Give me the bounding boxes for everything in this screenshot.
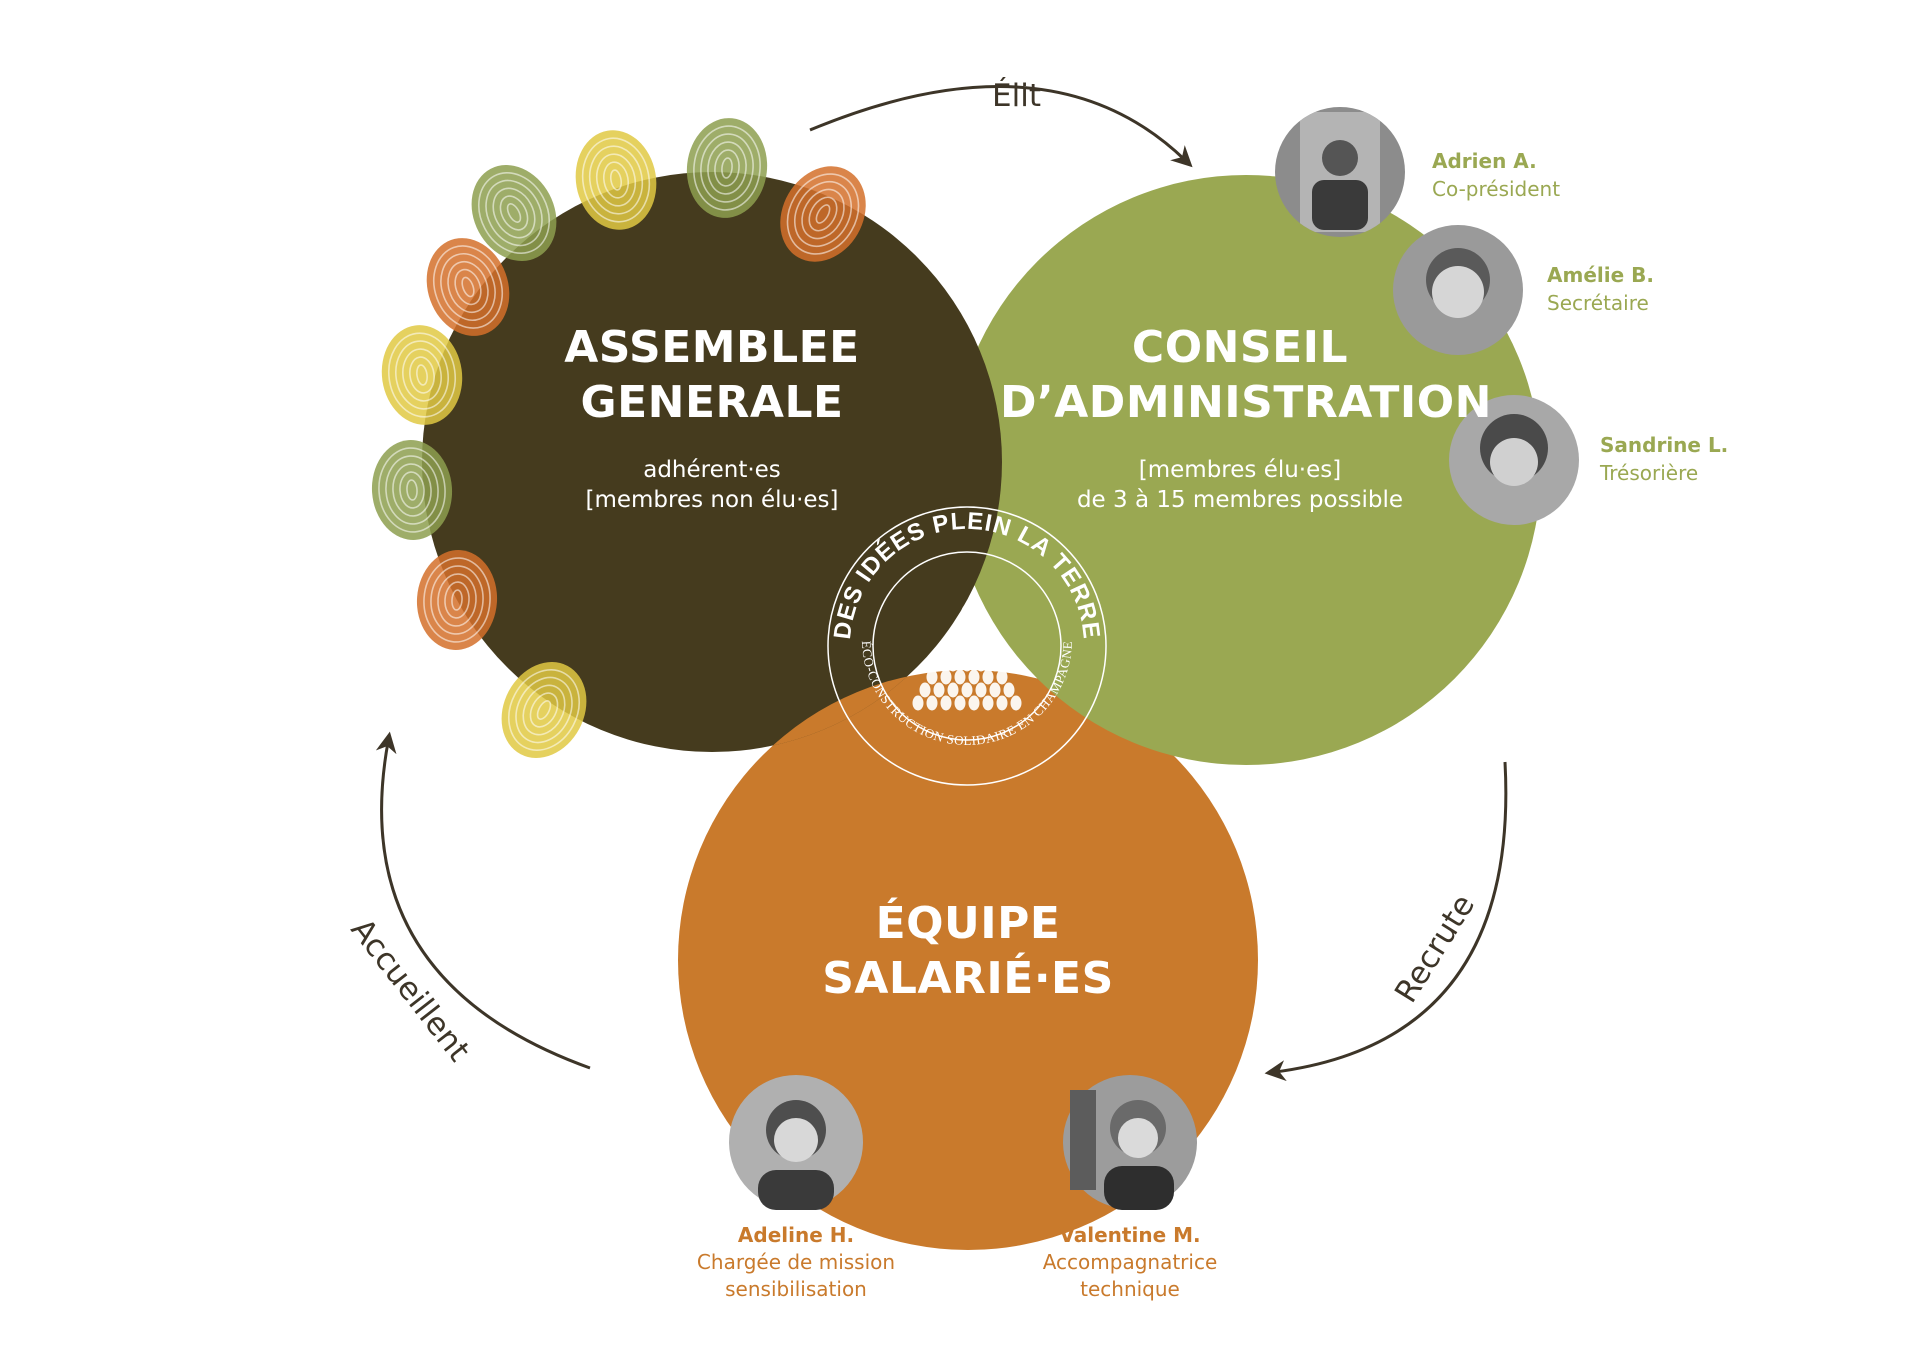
conseil-title: CONSEIL D’ADMINISTRATION	[1000, 320, 1492, 430]
photo-valentine	[1063, 1075, 1197, 1210]
seed-mark	[968, 643, 980, 659]
seed-mark	[968, 669, 980, 685]
conseil-sub-line1: [membres élu·es]	[1138, 457, 1342, 483]
member-valentine: Valentine M. Accompagnatrice technique	[990, 1222, 1270, 1303]
seed-mark	[940, 695, 952, 711]
equipe-title-line1: ÉQUIPE	[875, 898, 1061, 949]
fingerprint-group	[371, 118, 866, 758]
seed-mark	[933, 682, 945, 698]
fingerprint-icon	[575, 130, 657, 230]
seed-mark	[975, 630, 987, 646]
assemblee-sub-line1: adhérent·es	[643, 457, 781, 483]
photo-sandrine	[1449, 395, 1579, 525]
conseil-sub-line2: de 3 à 15 membres possible	[1076, 487, 1404, 513]
arrow-accueillent	[375, 731, 591, 1070]
seed-mark	[1003, 682, 1015, 698]
member-role-valentine-line2: technique	[1080, 1277, 1180, 1301]
seed-mark	[961, 630, 973, 646]
member-role-adrien: Co-président	[1432, 177, 1561, 201]
member-role-adeline-line2: sensibilisation	[725, 1277, 867, 1301]
seed-mark	[982, 695, 994, 711]
member-role-sandrine: Trésorière	[1600, 461, 1699, 485]
seed-mark	[926, 669, 938, 685]
seed-mark	[996, 669, 1008, 685]
arrow-elit	[809, 85, 1193, 168]
member-name-adeline: Adeline H.	[737, 1223, 855, 1247]
seed-mark	[961, 656, 973, 672]
photo-adrien	[1275, 107, 1405, 237]
fingerprint-icon	[686, 118, 768, 218]
seed-mark	[940, 669, 952, 685]
seed-mark	[1010, 695, 1022, 711]
seed-mark	[982, 643, 994, 659]
fingerprint-icon	[381, 325, 463, 425]
seed-mark	[947, 630, 959, 646]
equipe-title: ÉQUIPE SALARIÉ·ES	[768, 896, 1168, 1006]
seed-mark	[947, 682, 959, 698]
member-name-valentine: Valentine M.	[1059, 1223, 1201, 1247]
seed-mark	[996, 695, 1008, 711]
seed-mark	[968, 695, 980, 711]
assemblee-subtitle: adhérent·es [membres non élu·es]	[492, 455, 932, 515]
arrow-recrute	[1264, 761, 1508, 1082]
fingerprint-icon	[371, 440, 453, 540]
seed-mark	[933, 656, 945, 672]
seed-mark	[919, 682, 931, 698]
seed-mark	[954, 643, 966, 659]
assemblee-circle	[422, 172, 1002, 752]
member-role-amelie: Secrétaire	[1547, 291, 1649, 315]
seed-mark	[975, 682, 987, 698]
conseil-title-line2: D’ADMINISTRATION	[1000, 377, 1492, 428]
seed-mark	[961, 682, 973, 698]
fingerprint-icon	[426, 238, 510, 336]
photo-adeline	[729, 1075, 863, 1210]
conseil-title-line1: CONSEIL	[1131, 322, 1349, 373]
seed-mark	[975, 656, 987, 672]
seed-mark	[982, 669, 994, 685]
member-name-sandrine: Sandrine L.	[1600, 433, 1729, 457]
member-role-adeline-line1: Chargée de mission	[696, 1250, 896, 1274]
member-name-amelie: Amélie B.	[1547, 263, 1654, 287]
arrow-label-elit: Élit	[992, 78, 1041, 114]
assemblee-title-line2: GENERALE	[580, 377, 844, 428]
fingerprint-icon	[416, 550, 498, 650]
member-adeline: Adeline H. Chargée de mission sensibilis…	[656, 1222, 936, 1303]
member-name-adrien: Adrien A.	[1432, 149, 1537, 173]
fingerprint-icon	[471, 165, 557, 261]
equipe-title-line2: SALARIÉ·ES	[822, 953, 1114, 1004]
assemblee-title: ASSEMBLEE GENERALE	[512, 320, 912, 430]
member-role-valentine-line1: Accompagnatrice	[1042, 1250, 1218, 1274]
seed-mark	[940, 643, 952, 659]
fingerprint-icon	[501, 662, 587, 758]
fingerprint-icon	[780, 166, 866, 262]
assemblee-sub-line2: [membres non élu·es]	[585, 487, 839, 513]
assemblee-title-line1: ASSEMBLEE	[564, 322, 860, 373]
conseil-subtitle: [membres élu·es] de 3 à 15 membres possi…	[1020, 455, 1460, 515]
photo-amelie	[1393, 225, 1523, 355]
conseil-circle	[951, 175, 1541, 765]
seed-mark	[961, 604, 973, 620]
seed-mark	[954, 695, 966, 711]
seed-mark	[954, 669, 966, 685]
house-of-seeds-icon	[912, 604, 1022, 711]
seed-mark	[968, 617, 980, 633]
seed-mark	[947, 656, 959, 672]
seed-mark	[912, 695, 924, 711]
seed-mark	[989, 682, 1001, 698]
seed-mark	[954, 617, 966, 633]
seed-mark	[926, 695, 938, 711]
seed-mark	[989, 656, 1001, 672]
